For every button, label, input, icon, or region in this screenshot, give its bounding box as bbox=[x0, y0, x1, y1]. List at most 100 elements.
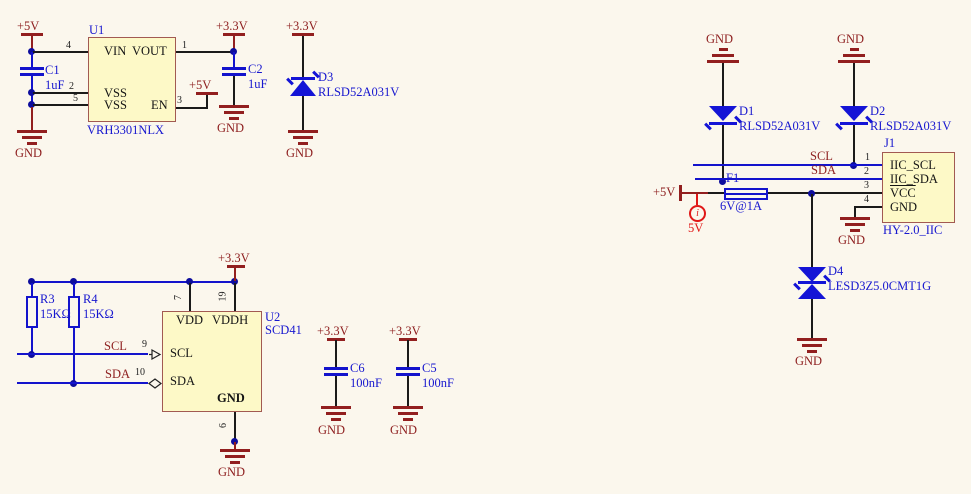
wire bbox=[31, 283, 33, 296]
ground-symbol bbox=[840, 217, 870, 220]
u2-pin-scl-label: SCL bbox=[170, 346, 193, 360]
u2-pin-gnd-label: GND bbox=[217, 391, 245, 405]
u2-body bbox=[162, 311, 262, 412]
wire bbox=[73, 328, 75, 383]
junction-dot bbox=[231, 278, 238, 285]
u1-part-number: VRH3301NLX bbox=[87, 123, 165, 137]
c5-plate-bottom bbox=[396, 373, 420, 376]
power-flag-bar bbox=[292, 33, 314, 36]
c6-designator: C6 bbox=[350, 361, 365, 375]
ground-label: GND bbox=[286, 146, 314, 160]
j1-pin-gnd-label: GND bbox=[890, 200, 918, 214]
c1-value: 1uF bbox=[45, 78, 65, 92]
ground-label: GND bbox=[706, 32, 734, 46]
d3-part-number: RLSD52A031V bbox=[318, 85, 400, 99]
wire bbox=[407, 340, 409, 367]
ground-symbol bbox=[229, 117, 239, 120]
zener-cathode-bar bbox=[709, 122, 737, 125]
u1-pin-vin-label: VIN bbox=[104, 44, 127, 58]
wire-iic-sda bbox=[695, 178, 882, 180]
power-flag-3v3-label: +3.3V bbox=[317, 324, 349, 338]
ground-label: GND bbox=[838, 233, 866, 247]
ground-symbol bbox=[219, 105, 249, 108]
power-flag-bar bbox=[227, 265, 245, 268]
j1-pin-iic-scl-label: IIC_SCL bbox=[890, 158, 936, 172]
power-stem bbox=[31, 35, 33, 52]
j1-body bbox=[882, 152, 955, 223]
ground-symbol bbox=[225, 455, 245, 458]
net-label-scl: SCL bbox=[810, 149, 833, 163]
power-stem bbox=[233, 35, 235, 52]
u2-pin-vdd-label: VDD bbox=[176, 313, 204, 327]
ground-label: GND bbox=[217, 121, 245, 135]
r3-value: 15KΩ bbox=[40, 307, 71, 321]
wire bbox=[853, 125, 855, 165]
ground-symbol-inverted bbox=[719, 48, 728, 51]
probe-stem bbox=[696, 194, 698, 205]
ground-label: GND bbox=[318, 423, 346, 437]
f1-fuse-body bbox=[724, 188, 768, 200]
u2-part-number: SCD41 bbox=[265, 323, 302, 337]
j1-pin-vcc-label: VCC bbox=[890, 186, 916, 200]
pin-number-gnd: 6 bbox=[218, 423, 229, 428]
ground-symbol bbox=[807, 350, 817, 353]
u1-body bbox=[88, 37, 176, 122]
power-flag-bar bbox=[21, 33, 43, 36]
u1-pin-vss-a-label: VSS bbox=[104, 86, 127, 100]
ground-symbol bbox=[393, 406, 423, 409]
io-pin-arrow-icon bbox=[148, 378, 162, 389]
ground-label: GND bbox=[218, 465, 246, 479]
ground-symbol bbox=[802, 344, 822, 347]
net-label-scl: SCL bbox=[104, 339, 127, 353]
net-label-sda: SDA bbox=[811, 163, 837, 177]
d1-part-number: RLSD52A031V bbox=[739, 119, 821, 133]
pin-wire-j1-gnd bbox=[855, 206, 882, 208]
ground-symbol bbox=[403, 418, 413, 421]
pin-wire-vss-a bbox=[33, 92, 88, 94]
ground-symbol bbox=[797, 338, 827, 341]
ground-stem bbox=[854, 206, 856, 217]
u2-pin-vddh-label: VDDH bbox=[212, 313, 249, 327]
wire bbox=[206, 94, 208, 107]
d4-designator: D4 bbox=[828, 264, 844, 278]
wire bbox=[233, 76, 235, 105]
c1-designator: C1 bbox=[45, 63, 60, 77]
j1-pin-number-2: 2 bbox=[864, 166, 869, 177]
d4-diode-icon bbox=[798, 267, 826, 282]
pin-number-vddh: 19 bbox=[217, 291, 229, 302]
c5-plate-top bbox=[396, 367, 420, 370]
junction-dot bbox=[719, 178, 726, 185]
ground-symbol bbox=[288, 130, 318, 133]
wire bbox=[708, 192, 724, 194]
wire bbox=[31, 328, 33, 354]
c6-plate-bottom bbox=[324, 373, 348, 376]
junction-dot bbox=[230, 48, 237, 55]
power-flag-3v3-label: +3.3V bbox=[218, 251, 250, 265]
junction-dot bbox=[28, 101, 35, 108]
ground-symbol bbox=[22, 136, 42, 139]
c6-value: 100nF bbox=[350, 376, 382, 390]
ground-symbol-inverted bbox=[707, 60, 739, 63]
u1-designator: U1 bbox=[89, 23, 105, 37]
zener-cathode-bar bbox=[798, 281, 826, 284]
zener-cathode-bar bbox=[291, 77, 315, 80]
d2-diode-icon bbox=[840, 106, 868, 121]
junction-dot bbox=[28, 89, 35, 96]
f1-value: 6V@1A bbox=[720, 199, 763, 213]
ground-label: GND bbox=[15, 146, 43, 160]
wire bbox=[31, 52, 33, 67]
pin-wire-gnd bbox=[234, 412, 236, 442]
pin-wire-vout bbox=[176, 51, 234, 53]
ground-symbol-inverted bbox=[838, 60, 870, 63]
c2-value: 1uF bbox=[248, 77, 268, 91]
pin-number-scl: 9 bbox=[142, 339, 147, 350]
ground-symbol-inverted bbox=[712, 54, 734, 57]
power-flag-bar bbox=[223, 33, 245, 36]
d4-part-number: LESD3Z5.0CMT1G bbox=[828, 279, 932, 293]
wire-sda bbox=[17, 382, 148, 384]
wire bbox=[811, 194, 813, 267]
d2-designator: D2 bbox=[870, 104, 886, 118]
power-flag-bar bbox=[196, 92, 218, 95]
junction-dot bbox=[808, 190, 815, 197]
